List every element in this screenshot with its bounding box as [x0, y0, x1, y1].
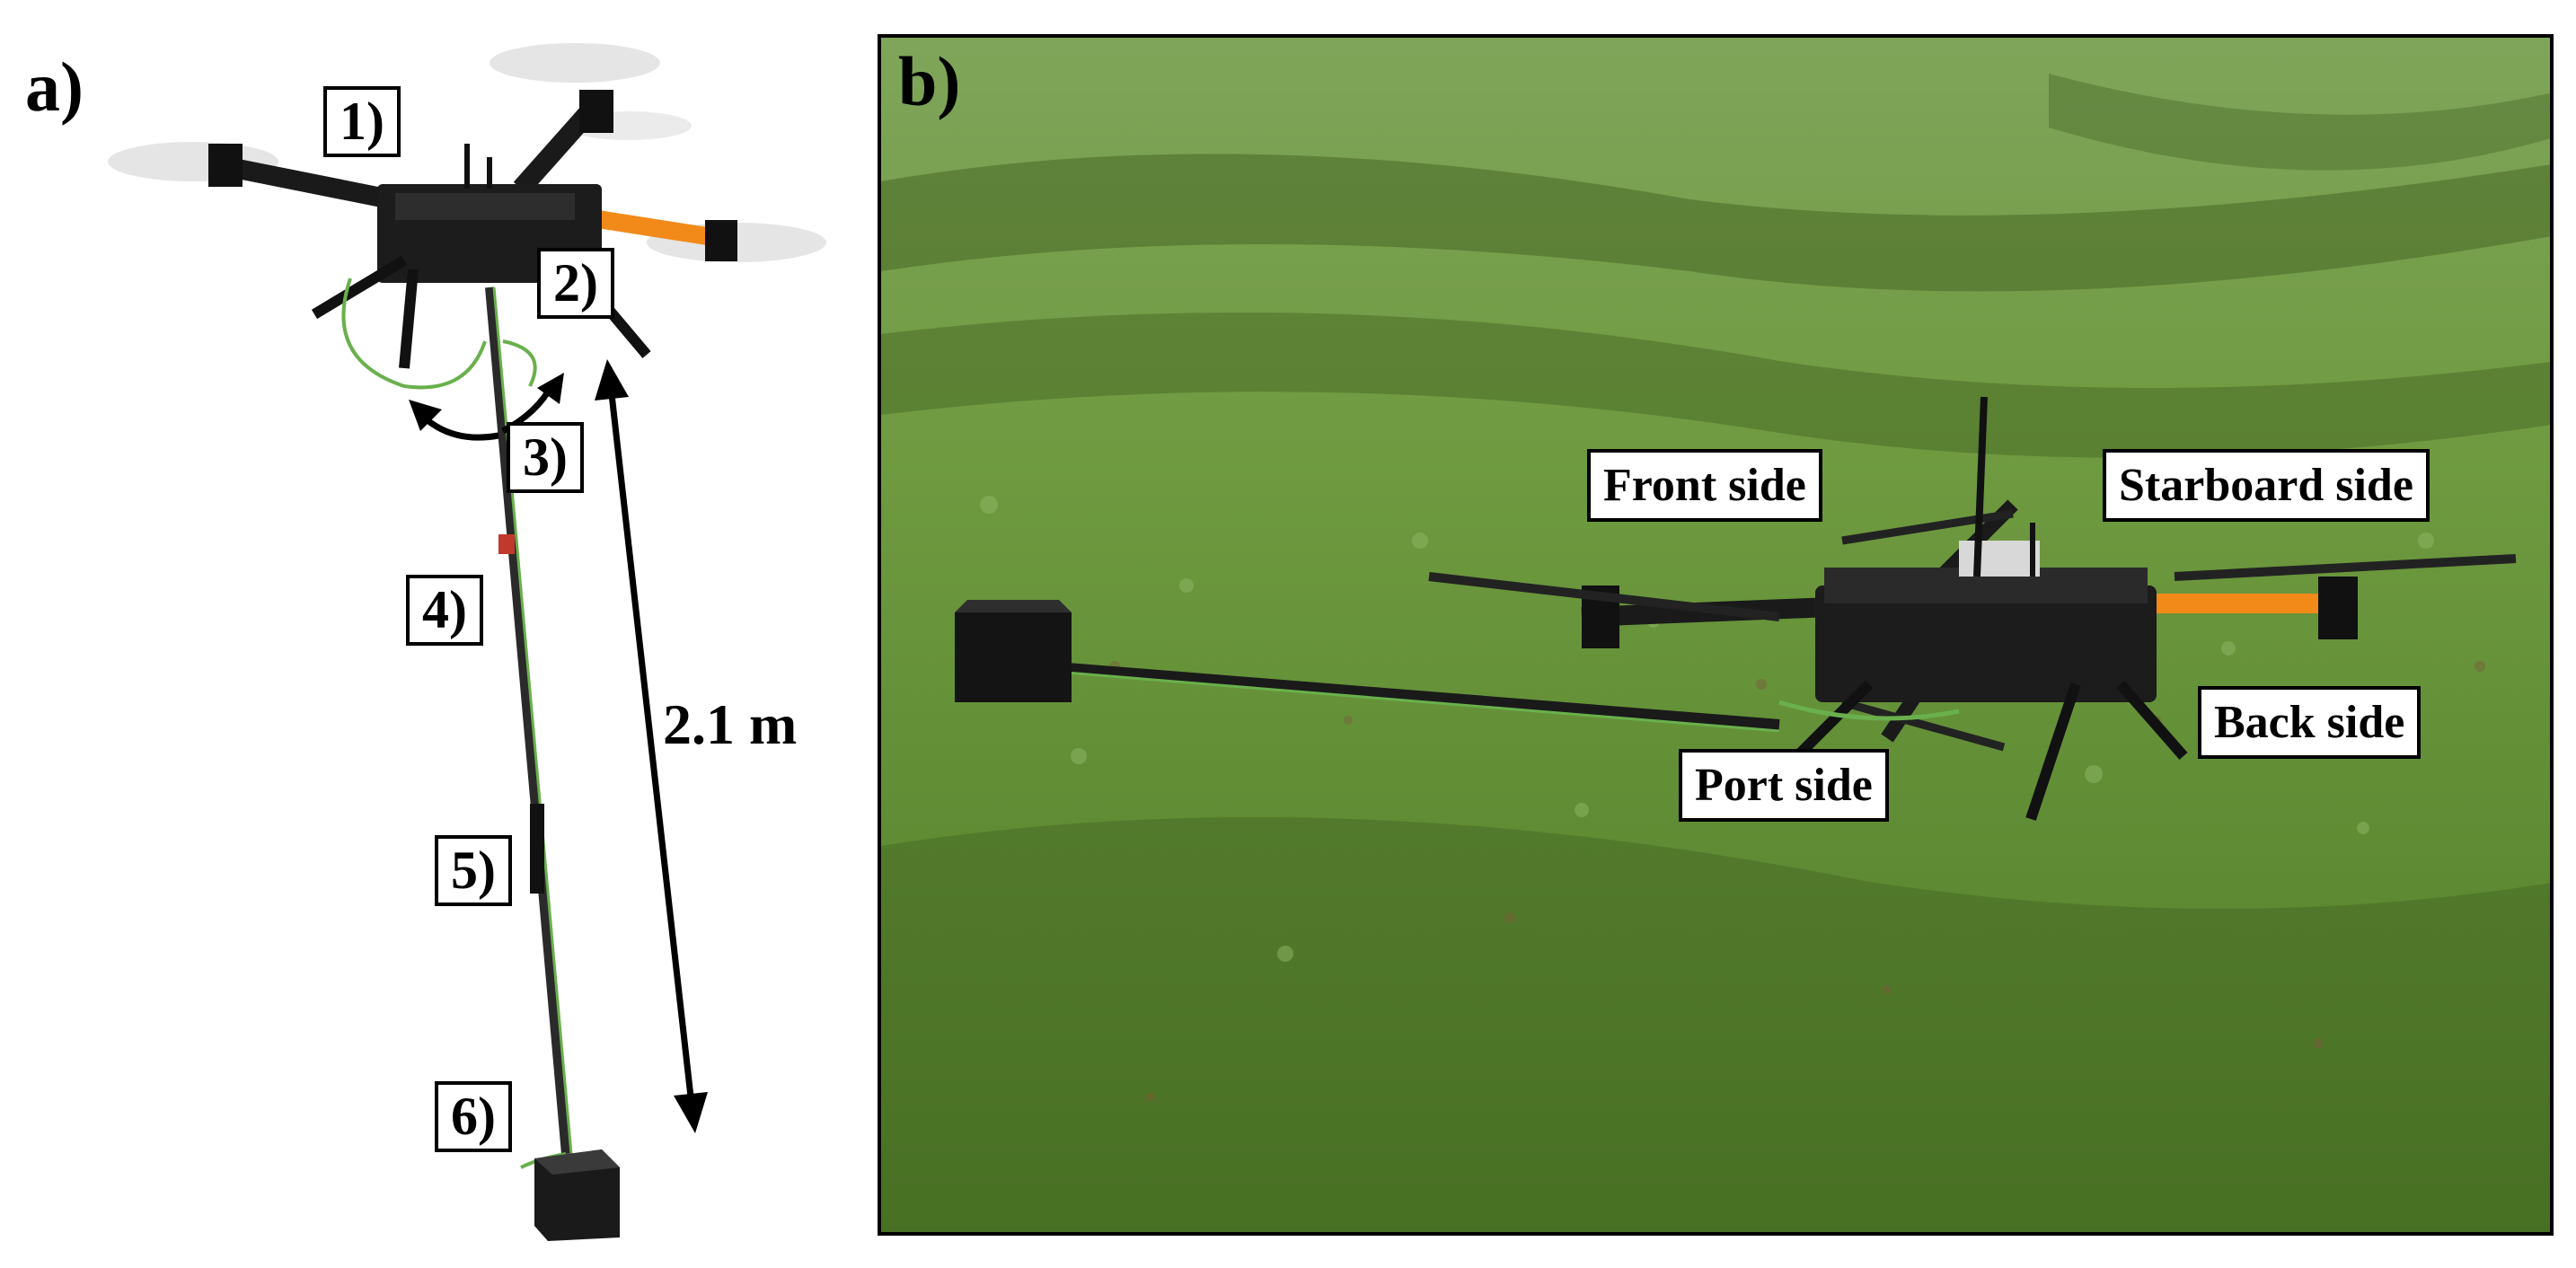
callout-3: 3)	[507, 422, 584, 493]
back-side-label: Back side	[2198, 686, 2422, 760]
callout-5: 5)	[435, 835, 512, 906]
callout-4: 4)	[406, 575, 483, 646]
callout-6: 6)	[435, 1081, 512, 1152]
panel-b-label: b)	[898, 42, 961, 120]
port-side-label: Port side	[1679, 749, 1889, 823]
drone-on-grass-photo	[881, 38, 2550, 1232]
starboard-side-label: Starboard side	[2103, 449, 2430, 523]
callout-1: 1)	[323, 86, 401, 157]
tether-length-label: 2.1 m	[663, 692, 798, 756]
panel-a-drone-photo: 1) 2) 3) 4) 5) 6) 2.1 m	[0, 0, 880, 1268]
panel-a-label: a)	[25, 48, 84, 126]
panel-b-field-photo: Front side Starboard side Back side Port…	[878, 34, 2554, 1236]
front-side-label: Front side	[1587, 449, 1822, 523]
callout-2: 2)	[537, 248, 614, 319]
